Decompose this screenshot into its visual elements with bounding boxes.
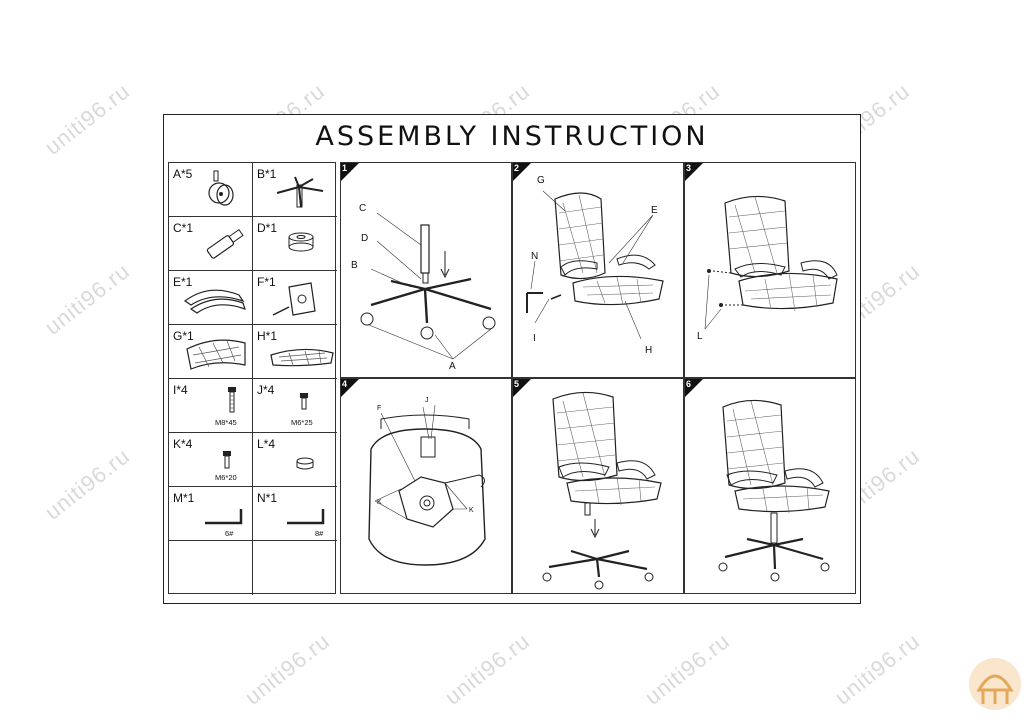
seat-icon — [270, 348, 334, 367]
part-l: L*4 — [253, 433, 337, 487]
part-spec: M6*25 — [291, 418, 313, 427]
step-number-badge: 5 — [513, 379, 531, 397]
callout-label: E — [651, 205, 658, 216]
backrest-icon — [186, 339, 246, 370]
callout-label: C — [359, 203, 367, 214]
watermark-text: uniti96.ru — [830, 628, 925, 710]
watermark-text: uniti96.ru — [440, 628, 535, 710]
part-j: J*4 M6*25 — [253, 379, 337, 433]
hex-key-icon — [205, 509, 243, 525]
step-2-panel: 2 G E N I H — [512, 162, 684, 378]
callout-label: G — [537, 175, 545, 186]
plug-cap-icon — [296, 457, 314, 470]
part-i: I*4 M8*45 — [169, 379, 253, 433]
part-a: A*5 — [169, 163, 253, 217]
instruction-sheet: ASSEMBLY INSTRUCTION A*5 B*1 C*1 — [163, 114, 861, 604]
chair-on-base-drawing — [542, 391, 662, 590]
brand-logo-icon — [969, 658, 1021, 710]
callout-label: D — [361, 233, 369, 244]
bolt-icon — [228, 387, 236, 413]
part-h: H*1 — [253, 325, 337, 379]
mechanism-mounting-drawing — [368, 404, 486, 566]
page-title: ASSEMBLY INSTRUCTION — [315, 121, 709, 152]
step-number-badge: 2 — [513, 163, 531, 181]
step-4-panel: 4 F J K K — [340, 378, 512, 594]
armrests-icon — [183, 289, 246, 314]
step-number-badge: 3 — [685, 163, 703, 181]
part-g: G*1 — [169, 325, 253, 379]
hex-key-icon — [287, 509, 325, 525]
callout-label: J — [425, 397, 429, 404]
part-label: M*1 — [173, 491, 195, 505]
part-label: C*1 — [173, 221, 194, 235]
completed-chair-drawing — [718, 399, 830, 582]
part-label: E*1 — [173, 275, 193, 289]
part-spec: M8*45 — [215, 418, 237, 427]
base-assembly-drawing — [360, 212, 496, 360]
callout-label: B — [351, 260, 358, 271]
parts-list: A*5 B*1 C*1 — [168, 162, 337, 595]
step-5-panel: 5 — [512, 378, 684, 594]
callout-label: L — [697, 331, 703, 342]
part-label: L*4 — [257, 437, 276, 451]
empty-cell — [169, 541, 253, 595]
part-label: F*1 — [257, 275, 276, 289]
part-c: C*1 — [169, 217, 253, 271]
part-label: J*4 — [257, 383, 275, 397]
step-number-badge: 6 — [685, 379, 703, 397]
part-k: K*4 M6*20 — [169, 433, 253, 487]
part-d: D*1 — [253, 217, 337, 271]
step-3-panel: 3 L — [684, 162, 856, 378]
cylinder-cover-icon — [288, 232, 314, 252]
part-label: N*1 — [257, 491, 278, 505]
part-f: F*1 — [253, 271, 337, 325]
callout-label: A — [449, 361, 456, 372]
bolt-icon — [223, 451, 231, 469]
step-number-badge: 4 — [341, 379, 359, 397]
part-label: K*4 — [173, 437, 193, 451]
part-label: I*4 — [173, 383, 188, 397]
part-n: N*1 8# — [253, 487, 337, 541]
caster-wheel-icon — [208, 170, 234, 206]
callout-label: K — [377, 499, 382, 506]
watermark-text: uniti96.ru — [40, 258, 135, 340]
star-base-icon — [276, 176, 324, 208]
part-m: M*1 6# — [169, 487, 253, 541]
watermark-text: uniti96.ru — [40, 443, 135, 525]
watermark-text: uniti96.ru — [40, 78, 135, 160]
bolt-icon — [300, 393, 308, 410]
part-spec: M6*20 — [215, 473, 237, 482]
mechanism-icon — [272, 282, 316, 316]
watermark-text: uniti96.ru — [240, 628, 335, 710]
part-spec: 8# — [315, 529, 324, 538]
callout-label: F — [377, 405, 382, 412]
step-number-badge: 1 — [341, 163, 359, 181]
callout-label: K — [469, 507, 474, 514]
assembly-steps: 1 C D B A 2 — [340, 162, 858, 602]
part-label: D*1 — [257, 221, 278, 235]
callout-label: N — [531, 251, 539, 262]
step-6-panel: 6 — [684, 378, 856, 594]
part-label: B*1 — [257, 167, 277, 181]
chair-seat-assembly-drawing — [526, 190, 664, 340]
part-e: E*1 — [169, 271, 253, 325]
callout-label: I — [533, 333, 536, 344]
part-spec: 6# — [225, 529, 234, 538]
step-1-panel: 1 C D B A — [340, 162, 512, 378]
callout-label: H — [645, 345, 653, 356]
part-label: H*1 — [257, 329, 278, 343]
watermark-text: uniti96.ru — [640, 628, 735, 710]
part-label: G*1 — [173, 329, 194, 343]
gas-cylinder-icon — [206, 228, 244, 259]
part-b: B*1 — [253, 163, 337, 217]
empty-cell — [253, 541, 337, 595]
armrest-attachment-drawing — [704, 195, 838, 330]
part-label: A*5 — [173, 167, 193, 181]
